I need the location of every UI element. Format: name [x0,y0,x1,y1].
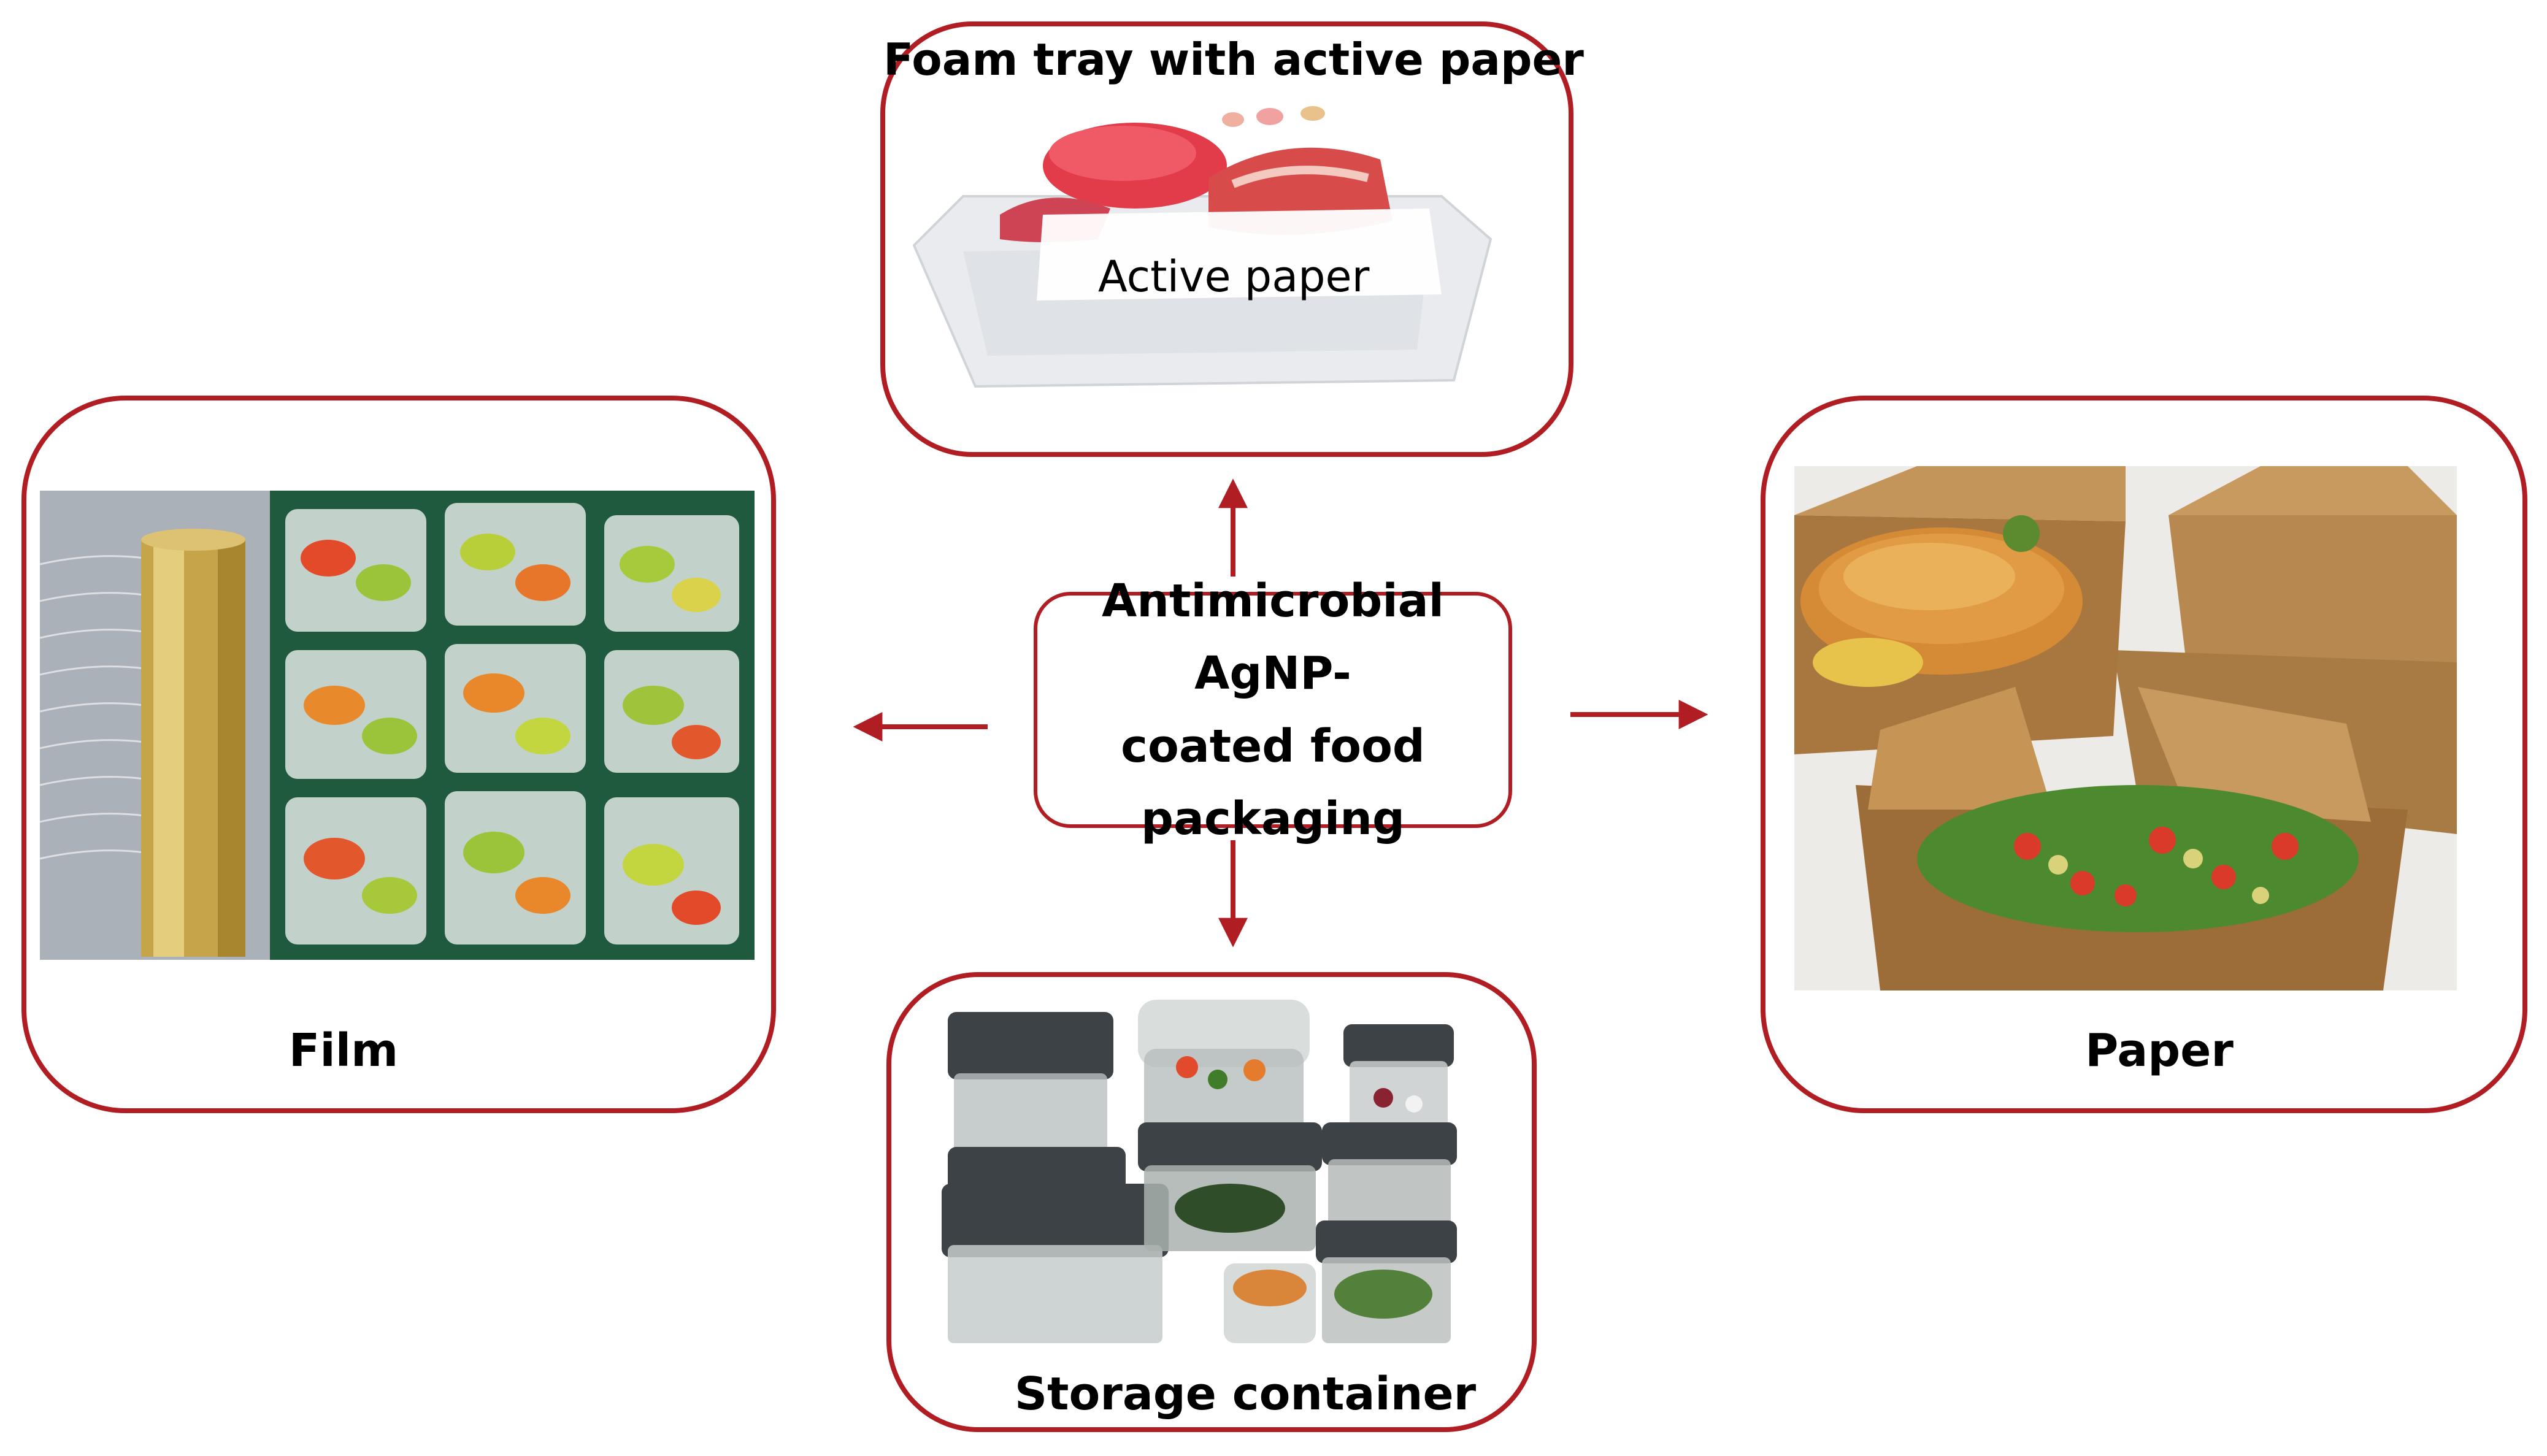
foam-tray-photo [889,92,1503,399]
center-line-1: Antimicrobial AgNP- [1102,574,1444,700]
film-photo [40,491,755,960]
active-paper-label: Active paper [1098,251,1370,302]
paper-photo [1794,466,2457,990]
storage-container-photo [942,1000,1460,1346]
paper-label: Paper [2085,1024,2234,1077]
foam-tray-title: Foam tray with active paper [883,34,1584,85]
center-concept-box: Antimicrobial AgNP- coated food packagin… [1034,575,1512,845]
center-line-3: packaging [1141,792,1405,845]
storage-container-label: Storage container [1014,1368,1477,1420]
center-line-2: coated food [1121,719,1425,773]
film-label: Film [288,1024,399,1077]
